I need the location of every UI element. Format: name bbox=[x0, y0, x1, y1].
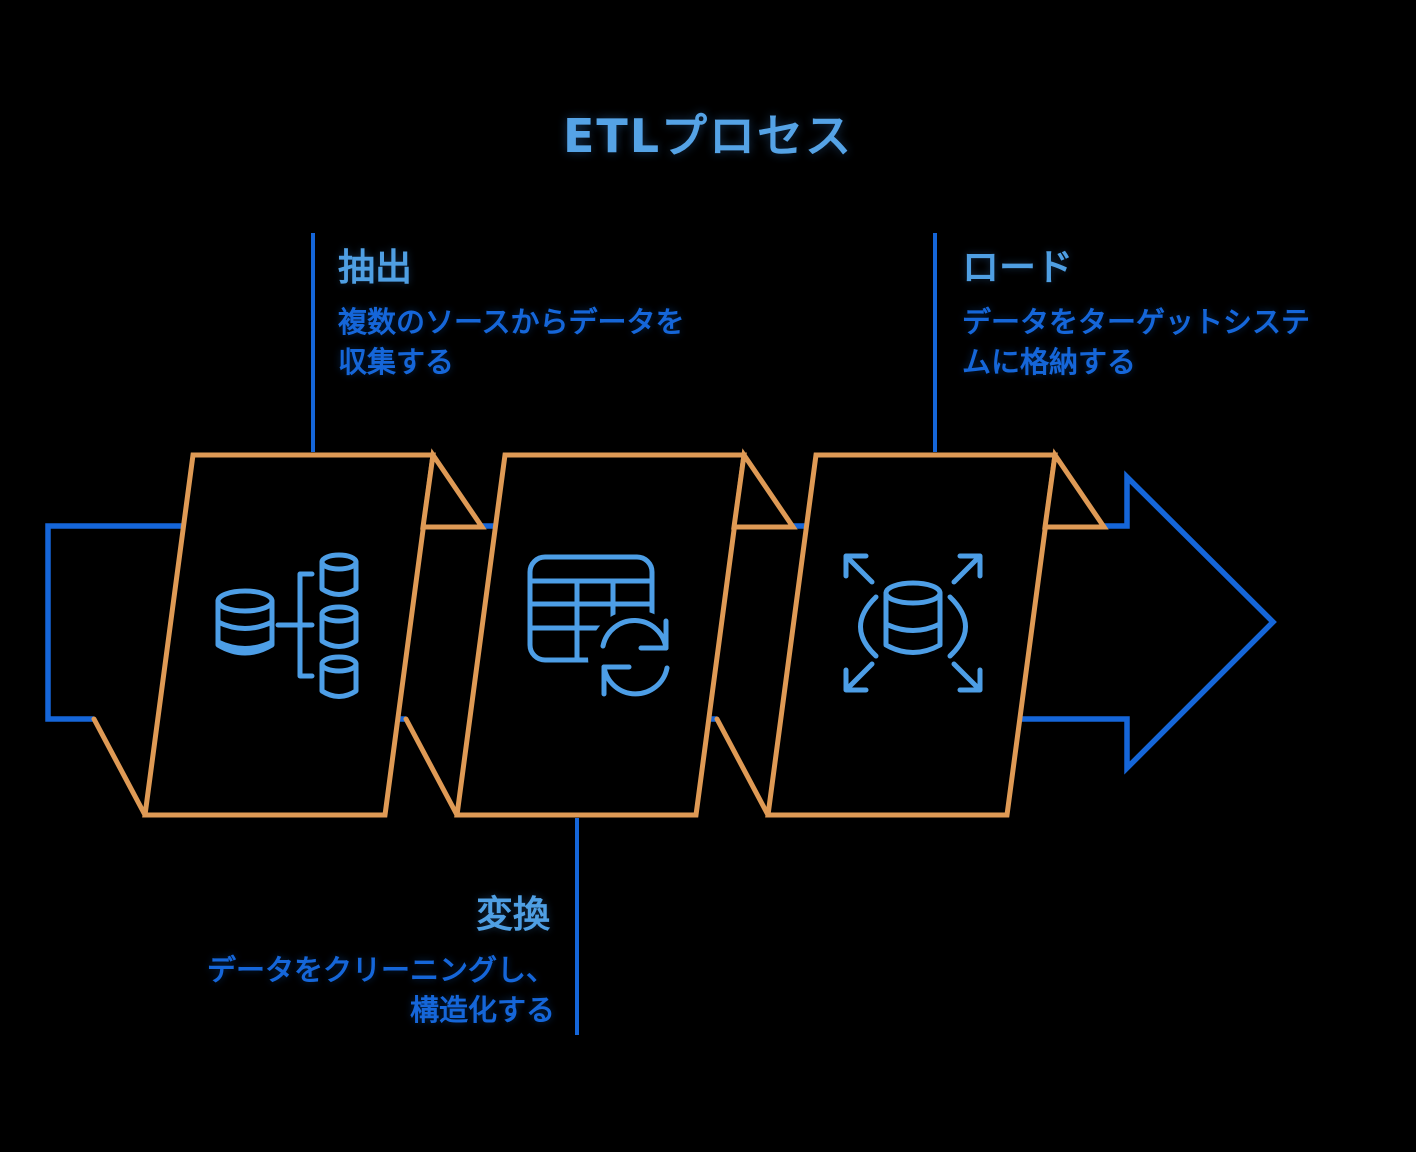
sync-arc-top bbox=[600, 618, 669, 651]
sync-arc-bottom bbox=[601, 664, 670, 697]
sync-arrowhead bbox=[601, 664, 632, 697]
description-line: データをクリーニングし、 bbox=[206, 953, 555, 987]
database-sources-icon bbox=[215, 552, 359, 699]
description-line: ムに格納する bbox=[962, 345, 1137, 379]
stage-description-transform: データをクリーニングし、 構造化する bbox=[207, 950, 555, 1030]
expand-arrow-bottom-left bbox=[843, 667, 869, 693]
orbit-arc-left bbox=[858, 594, 879, 659]
expand-arrow-top-right-shaft bbox=[951, 556, 980, 585]
stage-panel-transform bbox=[403, 448, 798, 818]
sync-arrowhead bbox=[638, 618, 669, 651]
small-db-body bbox=[319, 661, 359, 699]
stage-description-extract: 複数のソースからデータを 収集する bbox=[338, 302, 685, 382]
panel-top-fold bbox=[420, 448, 487, 530]
panel-bottom-fold bbox=[406, 716, 470, 815]
expand-arrow-bottom-right-shaft bbox=[951, 661, 980, 690]
branch-bracket bbox=[297, 571, 315, 679]
panel-parallelogram bbox=[765, 452, 1058, 818]
panel-bottom-fold bbox=[94, 716, 158, 815]
panel-top-fold bbox=[731, 448, 798, 530]
description-line: 収集する bbox=[338, 345, 455, 379]
panel-bottom-fold-edge bbox=[714, 716, 771, 818]
stage-label-extract: 抽出 bbox=[338, 246, 412, 289]
expand-arrow-bottom-left-shaft bbox=[846, 661, 875, 690]
db-body bbox=[883, 590, 943, 655]
panel-parallelogram bbox=[142, 452, 436, 818]
expand-arrow-top-left bbox=[843, 553, 869, 579]
stage-description-load: データをターゲットシステ ムに格納する bbox=[962, 302, 1310, 382]
db-divider bbox=[883, 621, 943, 633]
stage-panel-load bbox=[714, 448, 1109, 818]
expand-arrow-top-left-shaft bbox=[846, 556, 875, 585]
description-line: データをターゲットシステ bbox=[962, 305, 1311, 339]
panel-bottom-fold-edge bbox=[403, 716, 460, 818]
description-line: 複数のソースからデータを bbox=[338, 305, 685, 339]
stage-label-load: ロード bbox=[962, 246, 1073, 289]
small-db-body bbox=[319, 559, 359, 597]
db-divider bbox=[215, 619, 275, 631]
panel-top-fold bbox=[1042, 448, 1109, 530]
db-divider bbox=[215, 639, 275, 651]
table-sync-icon bbox=[527, 554, 682, 704]
stage-label-transform: 変換 bbox=[476, 893, 550, 936]
orbit-arc-right bbox=[947, 594, 968, 659]
page-title: ETLプロセス bbox=[562, 109, 854, 163]
expand-arrow-top-right bbox=[957, 553, 983, 579]
db-body bbox=[215, 598, 275, 656]
panel-bottom-fold-edge bbox=[91, 716, 148, 818]
expand-arrow-bottom-right bbox=[957, 667, 983, 693]
description-line: 構造化する bbox=[409, 993, 555, 1027]
small-db-body bbox=[319, 611, 359, 649]
panel-bottom-fold bbox=[717, 716, 781, 815]
stage-panel-extract bbox=[91, 448, 487, 818]
database-distribute-icon bbox=[843, 553, 983, 693]
